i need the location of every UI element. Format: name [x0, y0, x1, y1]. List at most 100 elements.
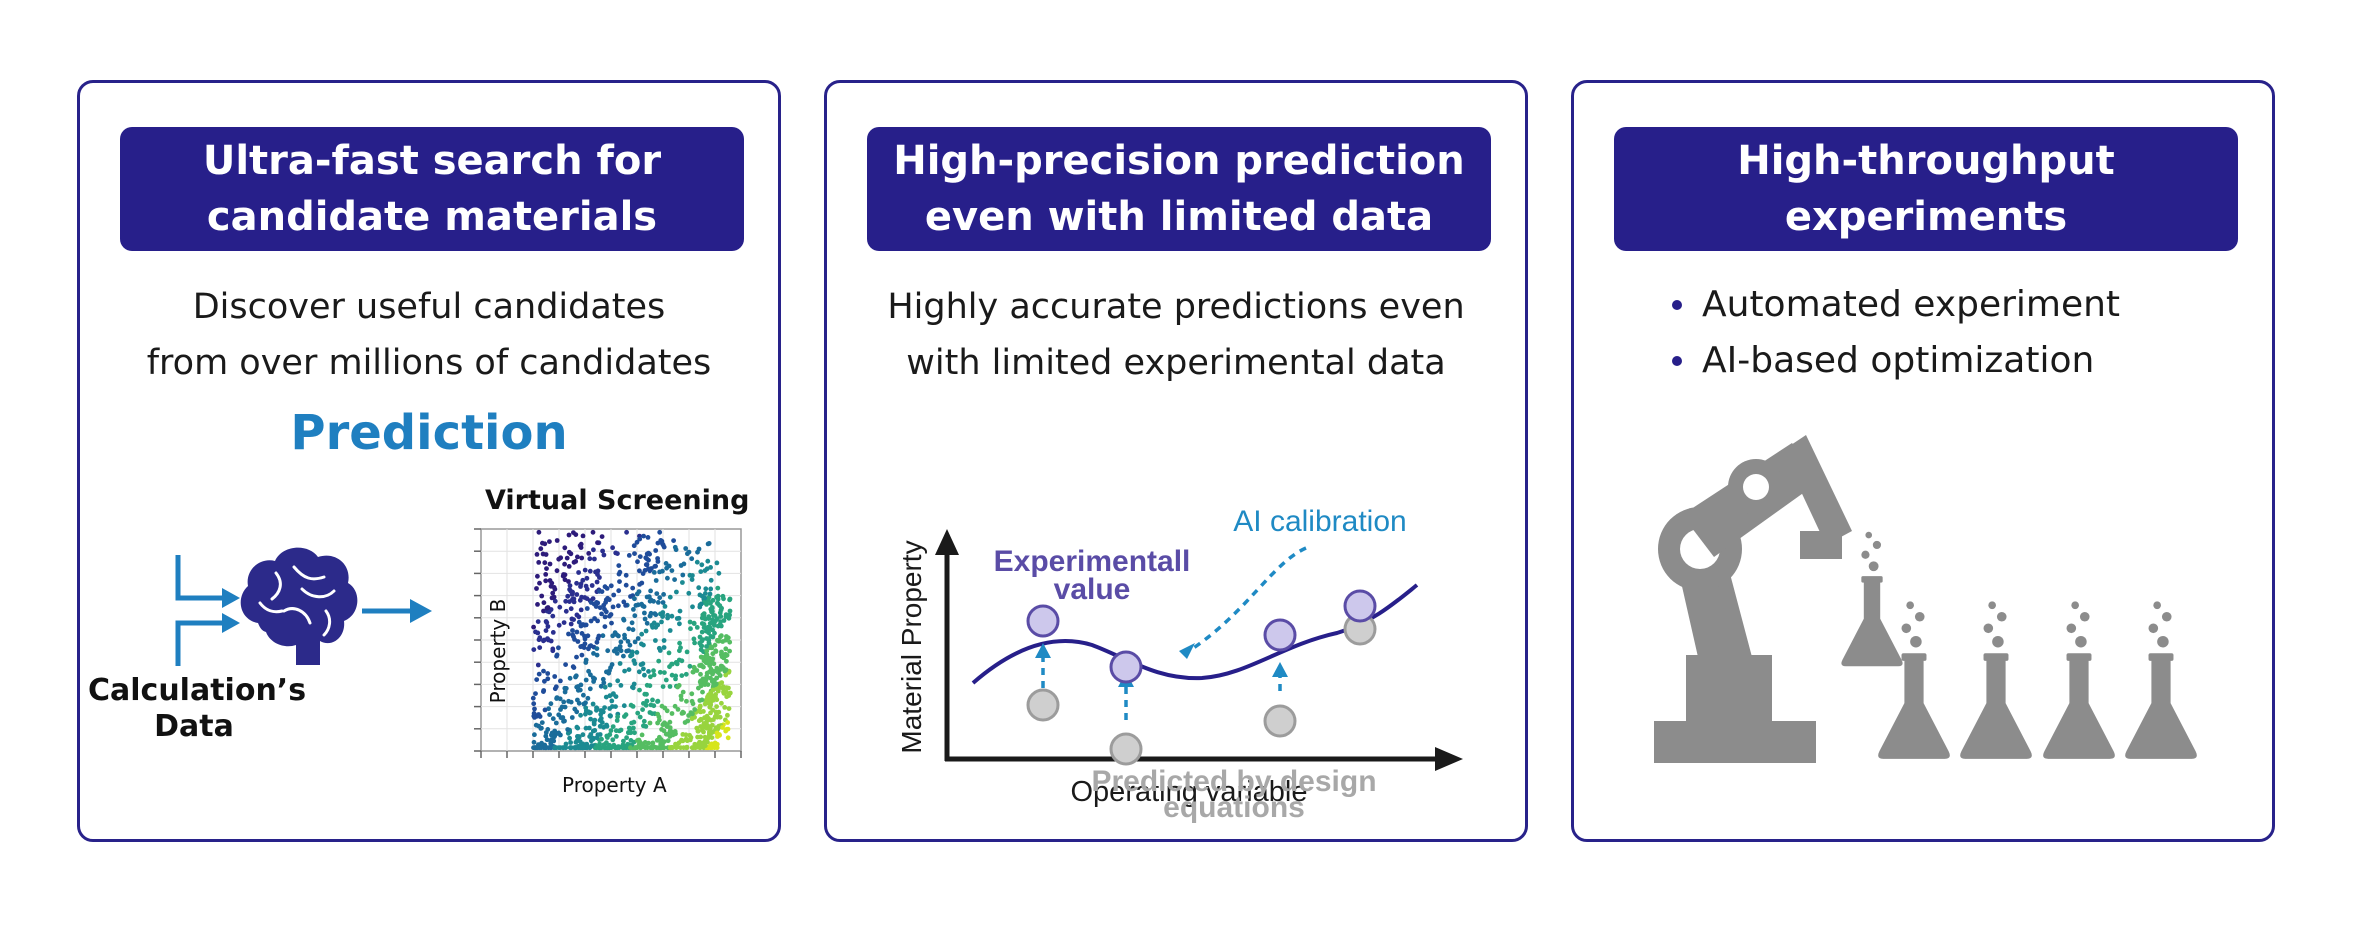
scatter-point-735: [607, 668, 612, 673]
scatter-point-1073: [704, 644, 709, 649]
scatter-point-74: [624, 648, 630, 654]
scatter-point-1255: [545, 624, 551, 629]
scatter-point-1254: [571, 530, 576, 535]
scatter-point-1183: [632, 551, 637, 556]
scatter-point-389: [622, 668, 627, 674]
scatter-point-761: [597, 605, 603, 611]
scatter-point-1235: [572, 637, 577, 642]
scatter-point-646: [655, 720, 660, 726]
scatter-point-522: [687, 732, 692, 738]
scatter-point-467: [536, 637, 542, 643]
scatter-point-1150: [548, 638, 554, 644]
scatter-point-1143: [541, 637, 547, 643]
scatter-point-240: [587, 556, 593, 562]
scatter-point-631: [655, 699, 660, 704]
scatter-point-405: [599, 720, 605, 725]
scatter-point-1159: [601, 552, 607, 558]
scatter-point-685: [656, 658, 662, 664]
scatter-point-421: [542, 707, 548, 713]
scatter-point-54: [677, 640, 682, 646]
predicted-point-2: [1109, 732, 1143, 766]
scatter-point-831: [661, 739, 667, 744]
scatter-point-516: [583, 705, 589, 711]
scatter-point-1233: [617, 579, 622, 584]
scatter-point-528: [550, 590, 556, 596]
scatter-point-1199: [578, 541, 584, 547]
scatter-point-447: [562, 545, 568, 551]
scatter-point-1273: [658, 611, 663, 617]
scatter-point-25: [601, 680, 607, 686]
scatter-point-325: [598, 683, 604, 689]
scatter-point-288: [669, 672, 675, 678]
scatter-point-1245: [660, 541, 665, 547]
scatter-point-136: [669, 711, 675, 716]
scatter-point-1012: [699, 697, 705, 703]
scatter-point-611: [610, 737, 616, 743]
prediction-label: Prediction: [290, 405, 568, 461]
scatter-point-898: [583, 657, 589, 663]
scatter-point-1222: [599, 534, 605, 539]
scatter-point-1217: [578, 623, 584, 629]
scatter-point-286: [702, 568, 708, 573]
scatter-point-676: [594, 600, 599, 605]
scatter-point-209: [692, 640, 697, 646]
scatter-point-1198: [546, 609, 552, 615]
scatter-point-1263: [617, 644, 623, 649]
scatter-point-1088: [704, 654, 710, 660]
calculation-data-label-line-1: Calculation’s: [88, 673, 307, 708]
scatter-point-599: [708, 565, 713, 570]
y-axis-arrowhead: [935, 529, 959, 555]
scatter-point-1207: [653, 638, 658, 643]
scatter-point-739: [538, 546, 544, 552]
scatter-point-166: [680, 689, 686, 695]
scatter-point-724: [678, 745, 683, 751]
scatter-point-382: [609, 620, 614, 626]
scatter-point-1140: [661, 638, 667, 643]
scatter-point-1111: [718, 607, 724, 613]
scatter-point-127: [576, 619, 582, 625]
scatter-point-788: [631, 719, 637, 725]
scatter-point-186: [552, 674, 558, 679]
scatter-point-1052: [708, 717, 714, 723]
scatter-point-341: [552, 598, 558, 604]
scatter-point-583: [590, 728, 596, 734]
scatter-point-449: [635, 710, 641, 716]
scatter-point-1213: [663, 561, 669, 566]
scatter-point-570: [591, 721, 597, 727]
scatter-point-653: [562, 704, 568, 710]
scatter-point-1234: [579, 631, 585, 636]
scatter-point-1181: [564, 555, 570, 561]
scatter-point-869: [626, 730, 631, 735]
prediction-flow-diagram: [175, 528, 742, 758]
scatter-point-1223: [535, 619, 541, 624]
scatter-point-1194: [566, 564, 572, 569]
scatter-point-483: [566, 698, 571, 704]
scatter-point-173: [588, 732, 594, 737]
scatter-point-1251: [610, 545, 615, 551]
scatter-point-1097: [710, 597, 716, 603]
scatter-point-853: [629, 620, 635, 626]
scatter-point-725: [669, 661, 675, 667]
scatter-point-270: [548, 701, 554, 707]
scatter-point-750: [623, 572, 629, 578]
scatter-point-1200: [655, 622, 661, 628]
scatter-point-660: [545, 727, 551, 732]
scatter-point-1072: [720, 725, 725, 730]
scatter-point-1091: [714, 616, 720, 622]
ai-calibration-arrow: [1188, 546, 1307, 653]
scatter-point-687: [614, 632, 620, 638]
scatter-point-844: [532, 732, 537, 738]
scatter-point-654: [689, 577, 695, 582]
scatter-point-147: [677, 648, 682, 654]
scatter-point-1274: [542, 560, 548, 566]
scatter-point-435: [575, 734, 580, 739]
scatter-point-1064: [727, 639, 733, 645]
scatter-point-1025: [699, 593, 705, 599]
input-arrows: [175, 555, 222, 666]
panel-1-description-line-2: from over millions of candidates: [146, 343, 712, 383]
scatter-point-531: [533, 722, 539, 728]
scatter-point-1170: [550, 646, 556, 652]
scatter-point-1172: [611, 592, 617, 598]
scatter-point-864: [632, 596, 637, 602]
robot-elbow-hub: [1743, 474, 1769, 500]
